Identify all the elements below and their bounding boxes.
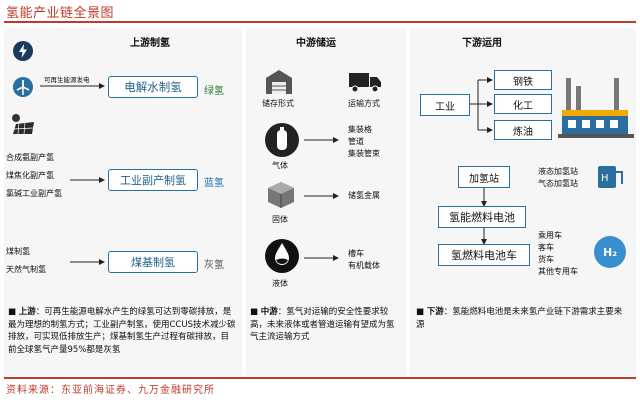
gray-hydrogen-tag: 灰氢 [204,260,224,271]
upstream-note: ■ 上游：可再生能源电解水产生的绿氢可达到零碳排放，是最为理想的制氢方式；工业副… [8,307,236,355]
station-type-gas: 气态加氢站 [538,179,578,188]
downstream-note-head: 下游 [426,307,444,317]
midstream-heading: 中游储运 [296,38,336,49]
blue-hydrogen-tag: 蓝氢 [204,178,224,189]
state-gas-label: 气体 [272,161,288,170]
truck-icon [348,70,382,94]
storage-form-label: 储存形式 [262,99,294,108]
midstream-note-text: ：氢气对运输的安全性要求较高，未来液体或者管道运输有望成为氢气主流运输方式 [250,307,395,342]
h2-badge-icon: H₂ [594,236,626,268]
midstream-note-head: 中游 [260,307,278,317]
upstream-note-text: ：可再生能源电解水产生的绿氢可达到零碳排放，是最为理想的制氢方式；工业副产制氢，… [8,307,236,355]
page-title: 氢能产业链全景图 [6,6,115,21]
industry-item-chemical: 化工 [494,94,552,114]
vehicle-type-1: 乘用车 [538,231,562,240]
solid-method-1: 储氢金属 [348,191,380,200]
transport-method-label: 运输方式 [348,99,380,108]
byproduct-source-2: 煤焦化副产氢 [6,171,54,180]
factory-icon [558,72,634,142]
method-box-coal: 煤基制氢 [108,251,198,273]
method-box-byproduct: 工业副产制氢 [108,169,198,191]
downstream-note-text: ：氢能燃料电池是未来氢产业链下游需求主要来源 [416,307,623,330]
upstream-heading: 上游制氢 [130,38,170,49]
green-hydrogen-tag: 绿氢 [204,86,224,97]
byproduct-source-1: 合成氨副产氢 [6,153,54,162]
industry-box: 工业 [420,94,470,116]
vehicle-type-4: 其他专用车 [538,267,578,276]
station-type-liquid: 液态加氢站 [538,167,578,176]
industry-item-refining: 炼油 [494,120,552,140]
byproduct-source-3: 氯碱工业副产氢 [6,189,62,198]
vehicle-type-3: 货车 [538,255,554,264]
gas-method-2: 管道 [348,137,364,146]
liquid-drop-icon [264,236,300,274]
state-solid-label: 固体 [272,215,288,224]
gas-method-3: 集装管束 [348,149,380,158]
gas-method-1: 集装格 [348,125,372,134]
coal-source-2: 天然气制氢 [6,265,46,274]
downstream-note: ■ 下游：氢能燃料电池是未来氢产业链下游需求主要来源 [416,307,623,330]
hydrogen-station-icon: H [596,164,626,190]
state-liquid-label: 液体 [272,279,288,288]
source-divider [4,377,636,379]
coal-source-1: 煤制氢 [6,247,30,256]
liquid-method-2: 有机载体 [348,261,380,270]
solar-panel-icon [10,112,36,136]
solid-block-icon [264,180,298,210]
industry-item-steel: 钢铁 [494,70,552,90]
liquid-method-1: 槽车 [348,249,364,258]
upstream-note-head: 上游 [18,307,36,317]
fuel-cell-vehicle-box: 氢燃料电池车 [438,244,530,266]
wind-turbine-icon [12,76,34,98]
vehicle-type-2: 客车 [538,243,554,252]
station-box: 加氢站 [458,166,510,188]
method-box-electrolysis: 电解水制氢 [108,76,198,98]
midstream-note: ■ 中游：氢气对运输的安全性要求较高，未来液体或者管道运输有望成为氢气主流运输方… [250,307,395,342]
svg-text:H: H [601,173,609,184]
fuel-cell-box: 氢能燃料电池 [438,206,526,228]
renewable-arrow-label: 可再生能源发电 [44,76,90,84]
source-text: 资料来源：东亚前海证券、九万金融研究所 [6,385,215,396]
warehouse-icon [264,68,294,96]
gas-cylinder-icon [264,122,300,158]
title-divider [4,21,636,23]
power-icon [12,40,34,62]
downstream-heading: 下游运用 [462,38,502,49]
